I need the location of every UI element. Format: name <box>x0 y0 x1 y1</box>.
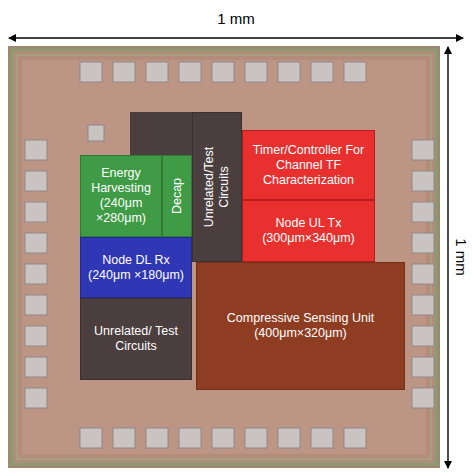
bond-pad <box>179 428 201 448</box>
timer-controller-block: Timer/Controller For Channel TF Characte… <box>242 130 375 200</box>
block-label: Compressive Sensing Unit (400μm×320μm) <box>202 311 399 341</box>
bond-pad <box>25 233 47 253</box>
test-circuit-block: Unrelated/Test Circuits <box>192 112 242 262</box>
bond-pad <box>146 62 168 82</box>
decap-block: Decap <box>162 155 192 237</box>
bond-pad <box>25 326 47 346</box>
block-label: Unrelated/ Test Circuits <box>86 324 186 354</box>
bond-pad <box>179 62 201 82</box>
bond-pad <box>412 326 434 346</box>
bond-pad <box>146 428 168 448</box>
bond-pad <box>25 357 47 377</box>
bond-pad <box>412 233 434 253</box>
dimension-label: 1 mm <box>453 236 470 278</box>
block-label: Unrelated/Test Circuits <box>202 125 232 250</box>
bond-pad <box>25 388 47 408</box>
bond-pad <box>25 171 47 191</box>
bond-pad <box>25 202 47 222</box>
block-label: Node UL Tx (300μm×340μm) <box>248 216 369 246</box>
die-edge <box>8 46 440 468</box>
receiver-block: Node DL Rx (240μm ×180μm) <box>80 237 192 298</box>
bond-pad <box>80 428 102 448</box>
die-body <box>12 50 436 464</box>
bond-pad <box>245 62 267 82</box>
transmitter-block: Node UL Tx (300μm×340μm) <box>242 200 375 262</box>
bond-pad <box>113 62 135 82</box>
die-core <box>22 60 426 454</box>
test-circuit-block: Unrelated/ Test Circuits <box>80 298 192 380</box>
bond-pad <box>412 295 434 315</box>
bond-pad <box>113 428 135 448</box>
compressive-sensing-block: Compressive Sensing Unit (400μm×320μm) <box>196 262 405 390</box>
bond-pad <box>412 171 434 191</box>
bond-pad <box>212 62 234 82</box>
bond-pad <box>278 428 300 448</box>
bond-pad <box>412 140 434 160</box>
bond-pad <box>344 428 366 448</box>
bond-pad <box>212 428 234 448</box>
bond-pad <box>311 428 333 448</box>
bond-pad <box>25 295 47 315</box>
bond-pad <box>412 357 434 377</box>
block-label: Node DL Rx (240μm ×180μm) <box>86 253 186 283</box>
dimension-arrow <box>447 47 448 468</box>
block-label: Energy Harvesting (240μm ×280μm) <box>86 166 156 226</box>
dimension-arrow <box>9 37 463 38</box>
energy-harvesting-block: Energy Harvesting (240μm ×280μm) <box>80 155 162 237</box>
seal-ring <box>17 55 431 459</box>
bond-pad <box>412 202 434 222</box>
bond-pad <box>311 62 333 82</box>
bond-pad <box>25 140 47 160</box>
bond-pad <box>25 264 47 284</box>
bond-pad <box>412 388 434 408</box>
bond-pads <box>25 62 434 448</box>
bond-pad <box>80 62 102 82</box>
bond-pad <box>344 62 366 82</box>
bond-pad <box>88 125 104 141</box>
bond-pad <box>412 264 434 284</box>
unlabeled-block <box>130 112 192 155</box>
bond-pad <box>278 62 300 82</box>
dimension-label: 1 mm <box>215 10 257 27</box>
block-label: Timer/Controller For Channel TF Characte… <box>248 143 369 188</box>
block-label: Decap <box>170 161 185 231</box>
bond-pad <box>245 428 267 448</box>
